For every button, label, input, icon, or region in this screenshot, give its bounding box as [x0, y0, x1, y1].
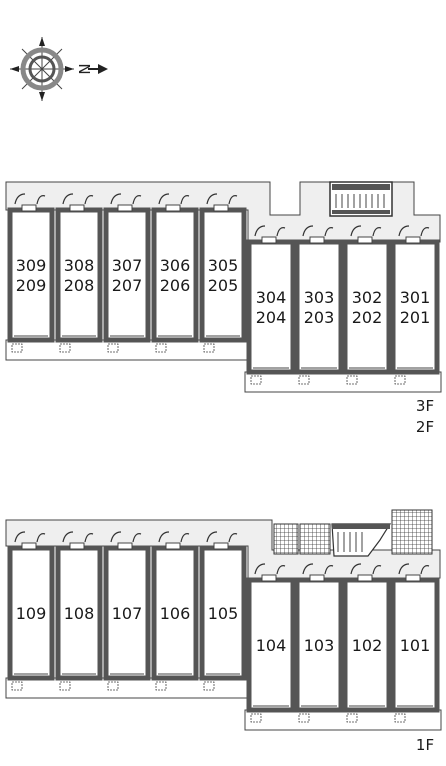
staircase [331, 523, 392, 557]
unit-number: 306 [160, 256, 191, 275]
staircase [329, 181, 393, 217]
unit-number: 205 [208, 276, 239, 295]
unit-room: 109 [7, 531, 55, 691]
ac-unit [59, 681, 71, 691]
unit-room: 108 [55, 531, 103, 691]
door-swing [350, 225, 382, 237]
door-swing [302, 225, 334, 237]
building-outline [244, 709, 442, 731]
door-swing [398, 563, 430, 575]
unit-number: 206 [160, 276, 191, 295]
door-swing [158, 193, 190, 205]
ac-unit [250, 713, 262, 723]
unit-number: 106 [160, 604, 191, 623]
bicycle-parking [299, 523, 331, 555]
ac-unit [250, 375, 262, 385]
unit-number: 303 [304, 288, 335, 307]
ac-unit [394, 375, 406, 385]
door-swing [110, 193, 142, 205]
door-swing [62, 531, 94, 543]
ac-unit [11, 343, 23, 353]
unit-number: 305 [208, 256, 239, 275]
ac-unit [107, 681, 119, 691]
door-swing [398, 225, 430, 237]
unit-number: 202 [352, 308, 383, 327]
floor-label: 1F [416, 736, 434, 754]
door-swing [14, 193, 46, 205]
ac-unit [59, 343, 71, 353]
ac-unit [394, 713, 406, 723]
door-swing [206, 531, 238, 543]
compass-rose-icon: N [10, 37, 108, 101]
unit-room: 101 [390, 563, 440, 723]
unit-number: 101 [400, 636, 431, 655]
unit-number: 104 [256, 636, 287, 655]
door-swing [254, 563, 286, 575]
unit-number: 109 [16, 604, 47, 623]
ac-unit [155, 681, 167, 691]
ac-unit [203, 681, 215, 691]
door-swing [14, 531, 46, 543]
unit-number: 302 [352, 288, 383, 307]
unit-number: 209 [16, 276, 47, 295]
unit-room: 106 [151, 531, 199, 691]
door-swing [206, 193, 238, 205]
unit-number: 203 [304, 308, 335, 327]
bicycle-parking [391, 509, 433, 555]
floor-label: 3F [416, 397, 434, 415]
unit-number: 201 [400, 308, 431, 327]
unit-room: 102 [342, 563, 392, 723]
unit-number: 105 [208, 604, 239, 623]
ac-unit [346, 713, 358, 723]
ac-unit [11, 681, 23, 691]
unit-number: 308 [64, 256, 95, 275]
door-swing [302, 563, 334, 575]
ac-unit [298, 713, 310, 723]
unit-number: 301 [400, 288, 431, 307]
ac-unit [298, 375, 310, 385]
unit-room: 105 [199, 531, 247, 691]
ac-unit [346, 375, 358, 385]
door-swing [254, 225, 286, 237]
unit-number: 102 [352, 636, 383, 655]
door-swing [62, 193, 94, 205]
unit-number: 107 [112, 604, 143, 623]
building-outline [244, 371, 442, 393]
ac-unit [203, 343, 215, 353]
ac-unit [107, 343, 119, 353]
unit-number: 103 [304, 636, 335, 655]
unit-number: 208 [64, 276, 95, 295]
floor-label: 2F [416, 418, 434, 436]
unit-number: 309 [16, 256, 47, 275]
unit-room: 104 [246, 563, 296, 723]
unit-number: 207 [112, 276, 143, 295]
unit-room: 107 [103, 531, 151, 691]
unit-number: 204 [256, 308, 287, 327]
door-swing [110, 531, 142, 543]
unit-number: 108 [64, 604, 95, 623]
building-outline [5, 677, 249, 699]
compass-direction-letter: N [76, 63, 94, 74]
door-swing [158, 531, 190, 543]
building-outline [5, 339, 249, 361]
unit-number: 307 [112, 256, 143, 275]
bicycle-parking [273, 523, 299, 555]
door-swing [350, 563, 382, 575]
unit-number: 304 [256, 288, 287, 307]
unit-room: 103 [294, 563, 344, 723]
lower-floor-plan: 109 108 107 106 105 104 103 102 101 1F [5, 509, 442, 754]
ac-unit [155, 343, 167, 353]
